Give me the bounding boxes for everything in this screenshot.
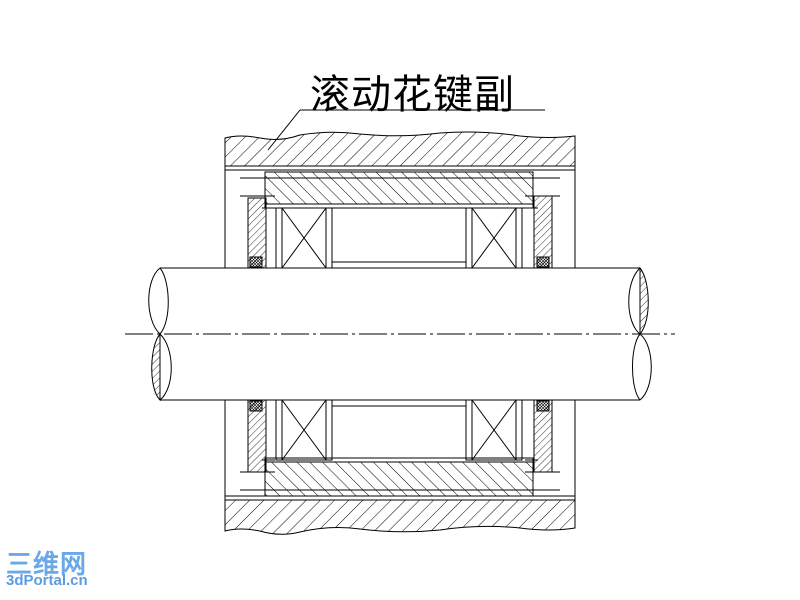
bearing-bottom-left (275, 399, 333, 461)
watermark-logo-text: 三维网 (6, 549, 88, 579)
end-cap-top-left (240, 195, 275, 269)
component-label: 滚动花键副 (310, 72, 515, 118)
end-cap-bottom-right (525, 399, 560, 473)
bearing-top-left (275, 207, 333, 269)
bearing-top-right (465, 207, 523, 269)
spline-nut-top (240, 171, 560, 209)
bearing-bottom-right (465, 399, 523, 461)
housing-top (224, 131, 576, 268)
end-cap-bottom-left (240, 399, 275, 473)
end-cap-top-right (525, 195, 560, 269)
watermark-url: 3dPortal.cn (6, 572, 88, 589)
spline-nut-bottom (240, 457, 560, 497)
housing-bottom (224, 400, 576, 535)
